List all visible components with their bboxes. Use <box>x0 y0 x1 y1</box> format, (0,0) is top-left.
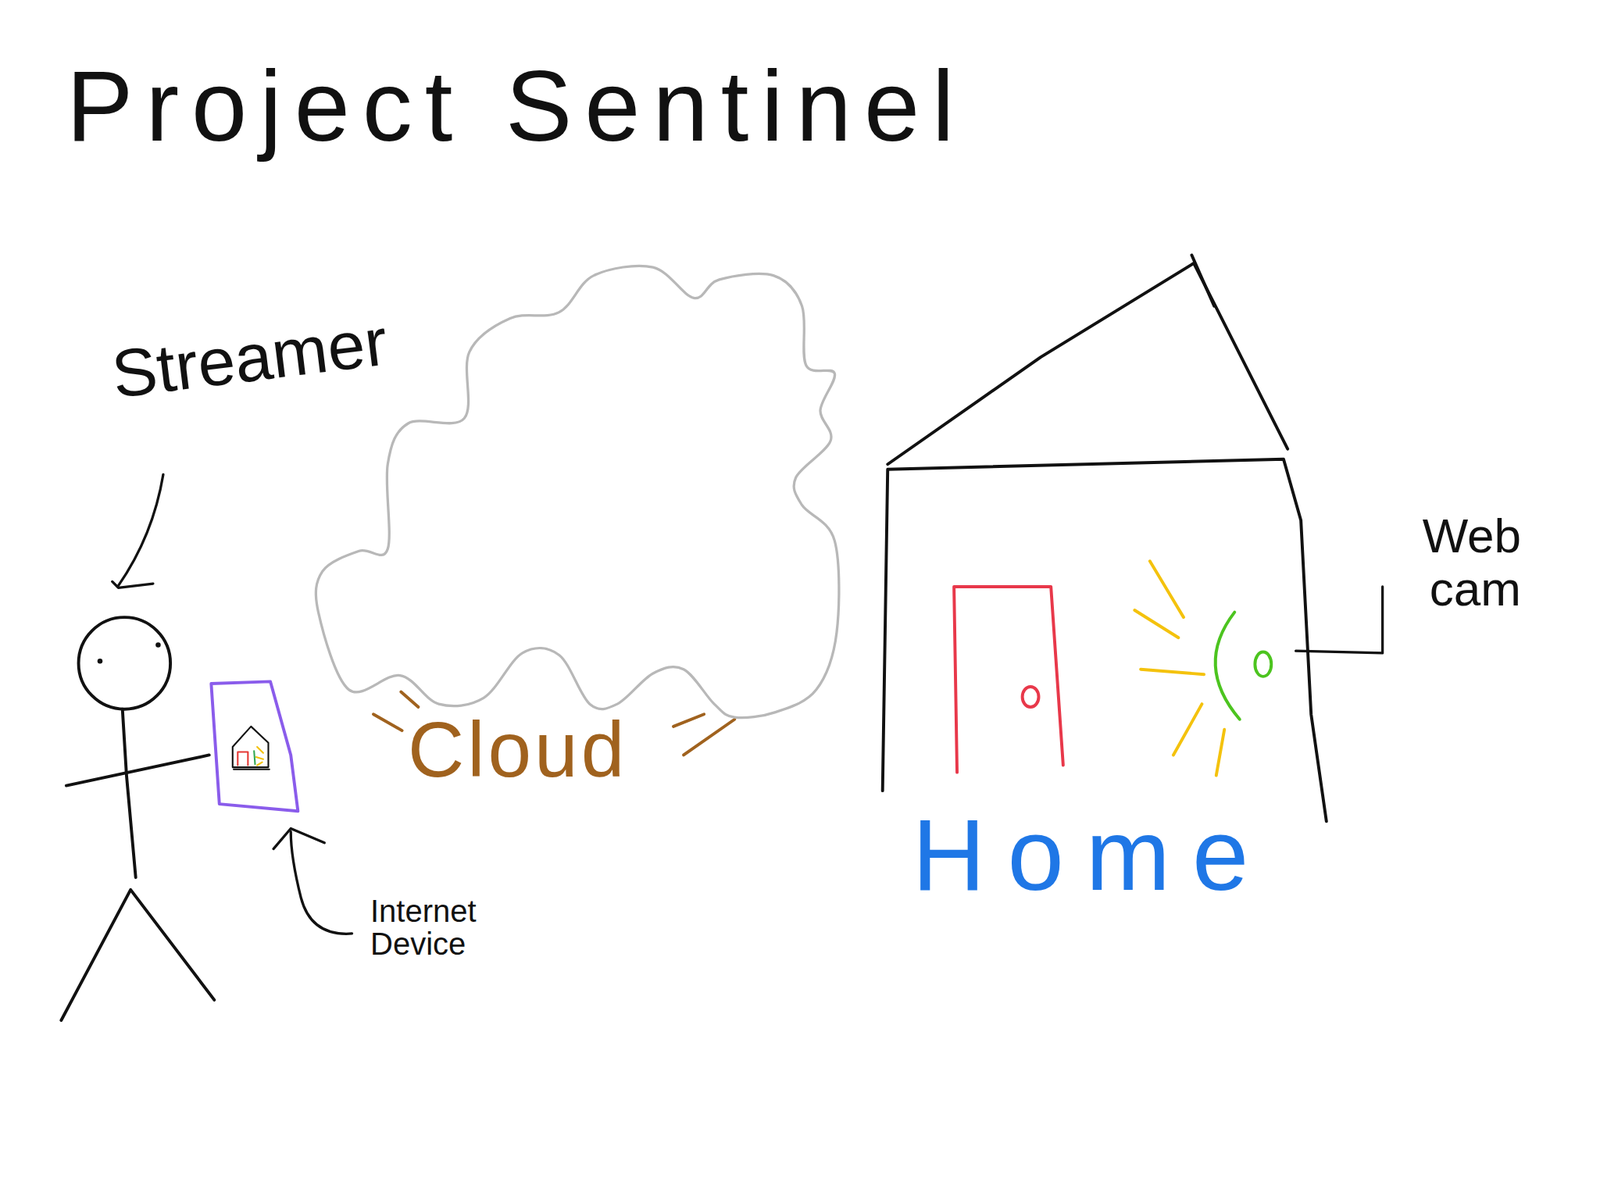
app-icon <box>232 726 270 770</box>
callout-label: Web cam <box>1337 509 1522 616</box>
text-holder: Streamer <box>117 335 394 414</box>
webcam-rays <box>1134 560 1225 775</box>
house-roof <box>1191 255 1215 307</box>
eye <box>155 642 161 648</box>
door <box>953 586 1064 773</box>
leader-arrow <box>112 474 164 588</box>
text-holder: Web cam <box>1337 509 1522 616</box>
text-holder: Project Sentinel <box>66 48 968 164</box>
leader-arrow <box>273 828 353 934</box>
stick-figure <box>60 617 215 1021</box>
cloud-outline <box>315 265 840 718</box>
house-walls <box>882 459 1327 822</box>
callout-label: Streamer <box>107 303 392 414</box>
eye <box>97 658 104 665</box>
house-roof <box>887 263 1288 465</box>
text-holder: Home <box>912 796 1272 915</box>
text-holder: Internet Device <box>370 894 566 961</box>
node-label: Home <box>912 796 1272 915</box>
node-label: Cloud <box>407 704 628 795</box>
text-holder: Cloud <box>407 704 628 795</box>
cloud-node: Cloud <box>308 257 848 805</box>
webcam-symbol <box>1215 612 1272 720</box>
callout-label: Internet Device <box>370 894 566 961</box>
device-outline <box>210 681 298 811</box>
house-node: Home <box>875 250 1344 915</box>
diagram-title: Project Sentinel <box>66 48 968 164</box>
